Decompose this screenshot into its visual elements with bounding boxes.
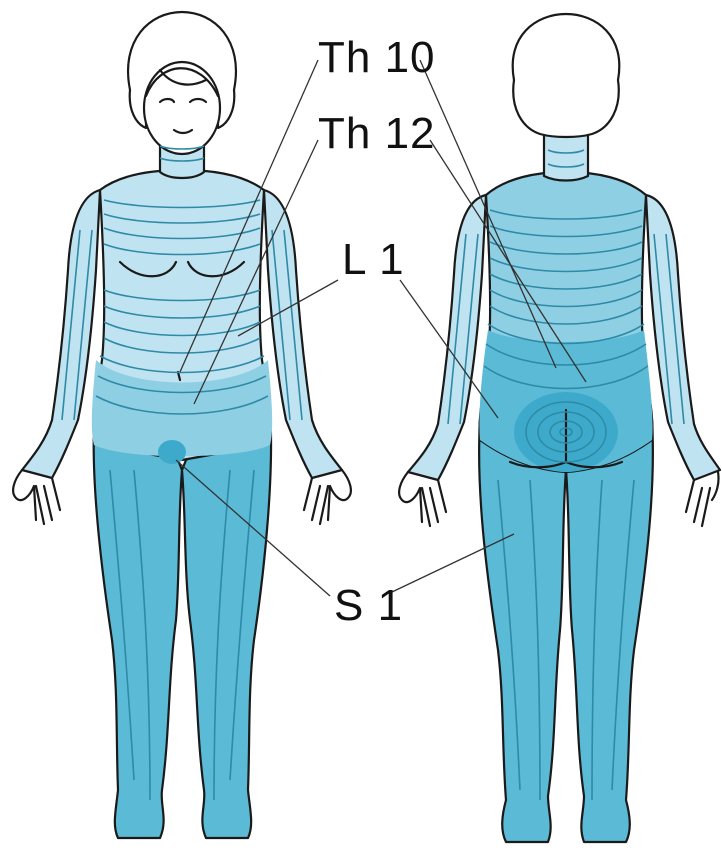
front-right-hand: [304, 470, 351, 524]
back-figure: [399, 14, 720, 842]
back-hair: [513, 14, 620, 137]
back-right-hand: [686, 472, 719, 526]
label-l1: L 1: [342, 235, 405, 284]
label-th10: Th 10: [318, 33, 436, 82]
front-groin-zone: [158, 440, 186, 464]
front-right-leg: [182, 410, 271, 838]
front-left-leg: [94, 410, 182, 838]
back-right-leg: [566, 420, 653, 842]
back-right-arm: [646, 195, 720, 480]
segment-labels: Th 10 Th 12 L 1 S 1: [318, 33, 436, 630]
label-th12: Th 12: [318, 109, 436, 158]
front-figure: [13, 12, 351, 838]
label-s1: S 1: [334, 581, 403, 630]
front-left-arm: [22, 190, 100, 478]
front-left-hand: [13, 470, 60, 524]
front-right-arm: [264, 190, 342, 478]
front-face: [144, 62, 220, 154]
back-left-leg: [479, 420, 566, 842]
back-left-arm: [408, 195, 486, 480]
back-left-hand: [399, 472, 446, 526]
